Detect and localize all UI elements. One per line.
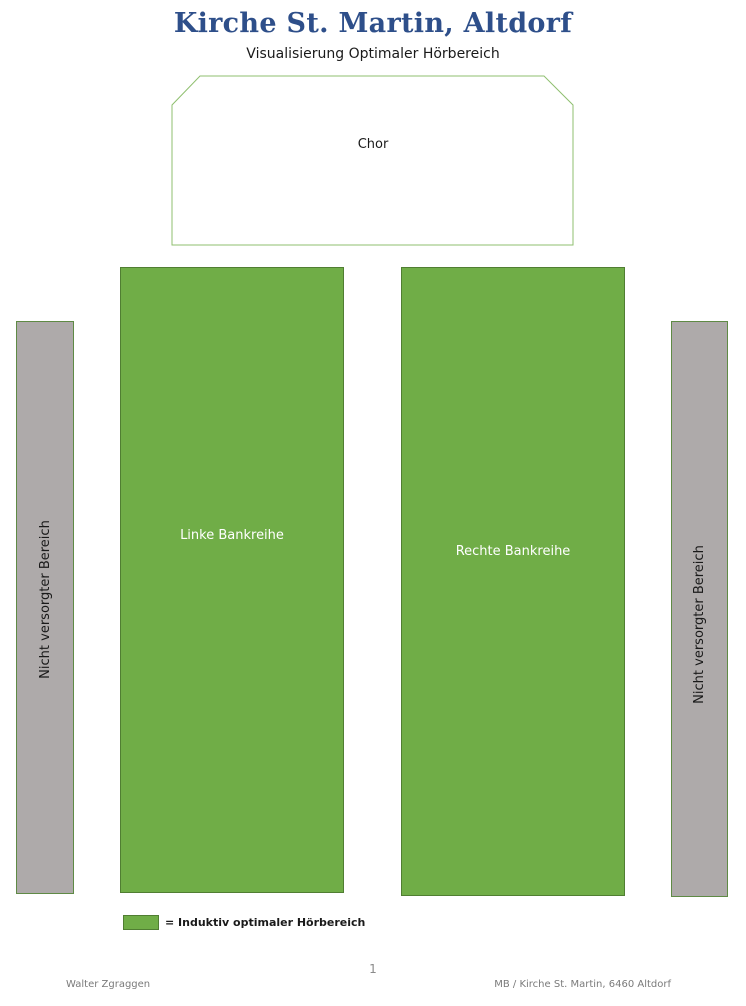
legend-swatch bbox=[123, 915, 159, 930]
right-unserved-label: Nicht versorgter Bereich bbox=[692, 544, 708, 704]
choir-area: Chor bbox=[171, 75, 575, 247]
right-pews-area: Rechte Bankreihe bbox=[401, 267, 625, 896]
document-subtitle: Visualisierung Optimaler Hörbereich bbox=[246, 46, 500, 62]
choir-label: Chor bbox=[357, 137, 389, 152]
left-pews-area: Linke Bankreihe bbox=[120, 267, 344, 893]
left-pews-label: Linke Bankreihe bbox=[180, 527, 284, 543]
footer-reference: MB / Kirche St. Martin, 6460 Altdorf bbox=[494, 979, 671, 990]
document-title: Kirche St. Martin, Altdorf bbox=[173, 8, 573, 39]
footer-author: Walter Zgraggen bbox=[66, 979, 151, 990]
legend-label: = Induktiv optimaler Hörbereich bbox=[165, 916, 366, 929]
right-unserved-area: Nicht versorgter Bereich bbox=[671, 321, 728, 897]
legend: = Induktiv optimaler Hörbereich bbox=[123, 915, 365, 930]
choir-outline bbox=[171, 75, 574, 246]
right-pews-label: Rechte Bankreihe bbox=[455, 544, 571, 559]
page-number: 1 bbox=[369, 962, 377, 976]
left-unserved-label: Nicht versorgter Bereich bbox=[37, 520, 53, 679]
left-unserved-area: Nicht versorgter Bereich bbox=[16, 321, 74, 894]
